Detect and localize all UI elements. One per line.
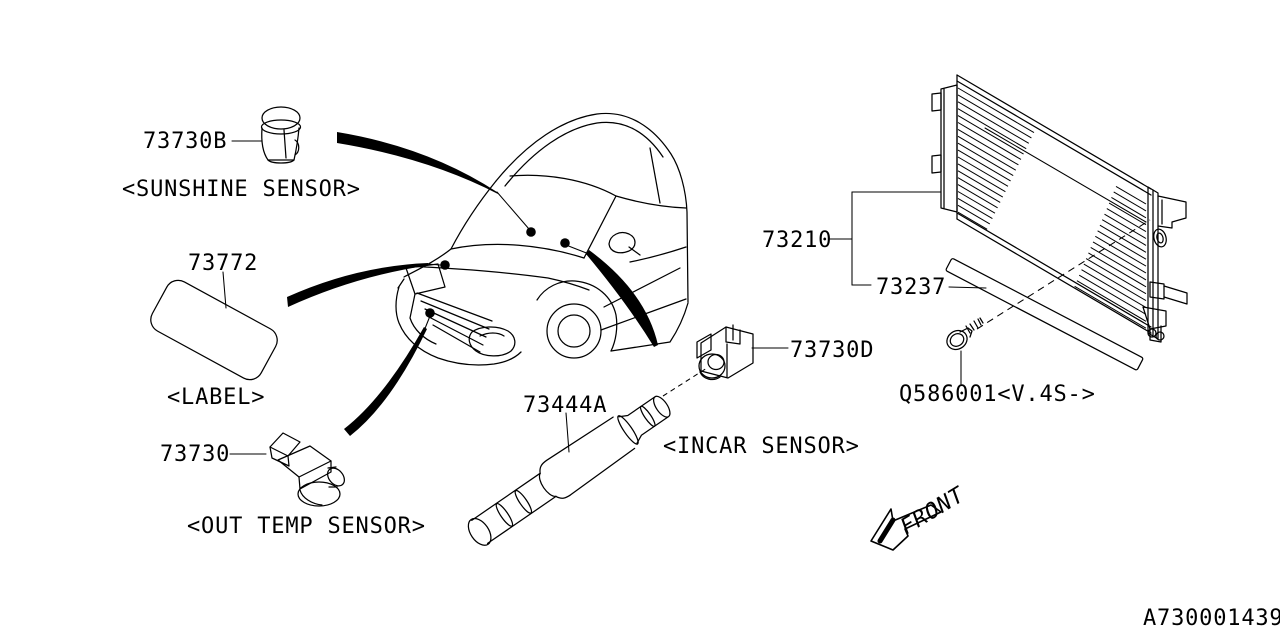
part-code-73210[interactable]: 73210 [762, 228, 832, 253]
front-arrow-shape [870, 504, 942, 551]
front-wheel [546, 303, 602, 359]
callout-73210-bracket [829, 191, 942, 286]
part-code-73444A[interactable]: 73444A [523, 393, 607, 418]
caption-out-temp-sensor: <OUT TEMP SENSOR> [187, 514, 426, 539]
condenser-fins-right [1074, 185, 1147, 329]
dot-hood [440, 260, 450, 270]
condenser-illustration [931, 74, 1188, 343]
front-label: FRONT [896, 482, 970, 540]
stroke-incar [586, 250, 658, 347]
stroke-outtemp [344, 327, 427, 436]
side-mirror [608, 231, 636, 254]
mid-bracket [1149, 281, 1165, 300]
part-code-73730B[interactable]: 73730B [143, 129, 227, 154]
stroke-label [287, 263, 428, 307]
part-code-73237[interactable]: 73237 [876, 275, 946, 300]
dashed-bolt-to-bracket [976, 219, 1151, 330]
stroke-sunshine [337, 132, 498, 194]
incar-sensor-illustration [696, 324, 754, 381]
bolt-illustration [946, 317, 984, 351]
out-temp-sensor-illustration [269, 432, 345, 507]
headlight [405, 263, 446, 295]
doc-number: A730001439 [1143, 606, 1280, 631]
sunshine-sensor-illustration [260, 106, 302, 164]
caption-sunshine-sensor: <SUNSHINE SENSOR> [122, 177, 361, 202]
part-code-73772[interactable]: 73772 [188, 251, 258, 276]
leader-73237 [948, 286, 987, 289]
caption-incar-sensor: <INCAR SENSOR> [663, 434, 860, 459]
caption-label: <LABEL> [167, 385, 265, 410]
condenser-seal-illustration [945, 258, 1144, 371]
dot-bumper [425, 308, 435, 318]
sensor-duct-illustration [467, 395, 671, 546]
car-illustration [395, 112, 689, 366]
leader-73772 [222, 271, 227, 309]
fog-lamp [468, 326, 516, 357]
pointer-strokes [287, 132, 658, 436]
part-code-73730[interactable]: 73730 [160, 442, 230, 467]
part-code-Q586001[interactable]: Q586001<V.4S-> [899, 382, 1096, 407]
condenser-fins-left [957, 87, 1035, 230]
front-direction-arrow: FRONT [870, 482, 970, 551]
grille [416, 292, 493, 353]
dot-windshield [526, 227, 536, 237]
label-illustration [150, 279, 278, 381]
pipe-port [1153, 228, 1167, 248]
upper-bracket [1157, 195, 1187, 229]
location-dots [425, 227, 570, 318]
part-code-73730D[interactable]: 73730D [790, 338, 874, 363]
lower-bracket [1142, 306, 1167, 330]
leader-73444A [565, 412, 570, 453]
